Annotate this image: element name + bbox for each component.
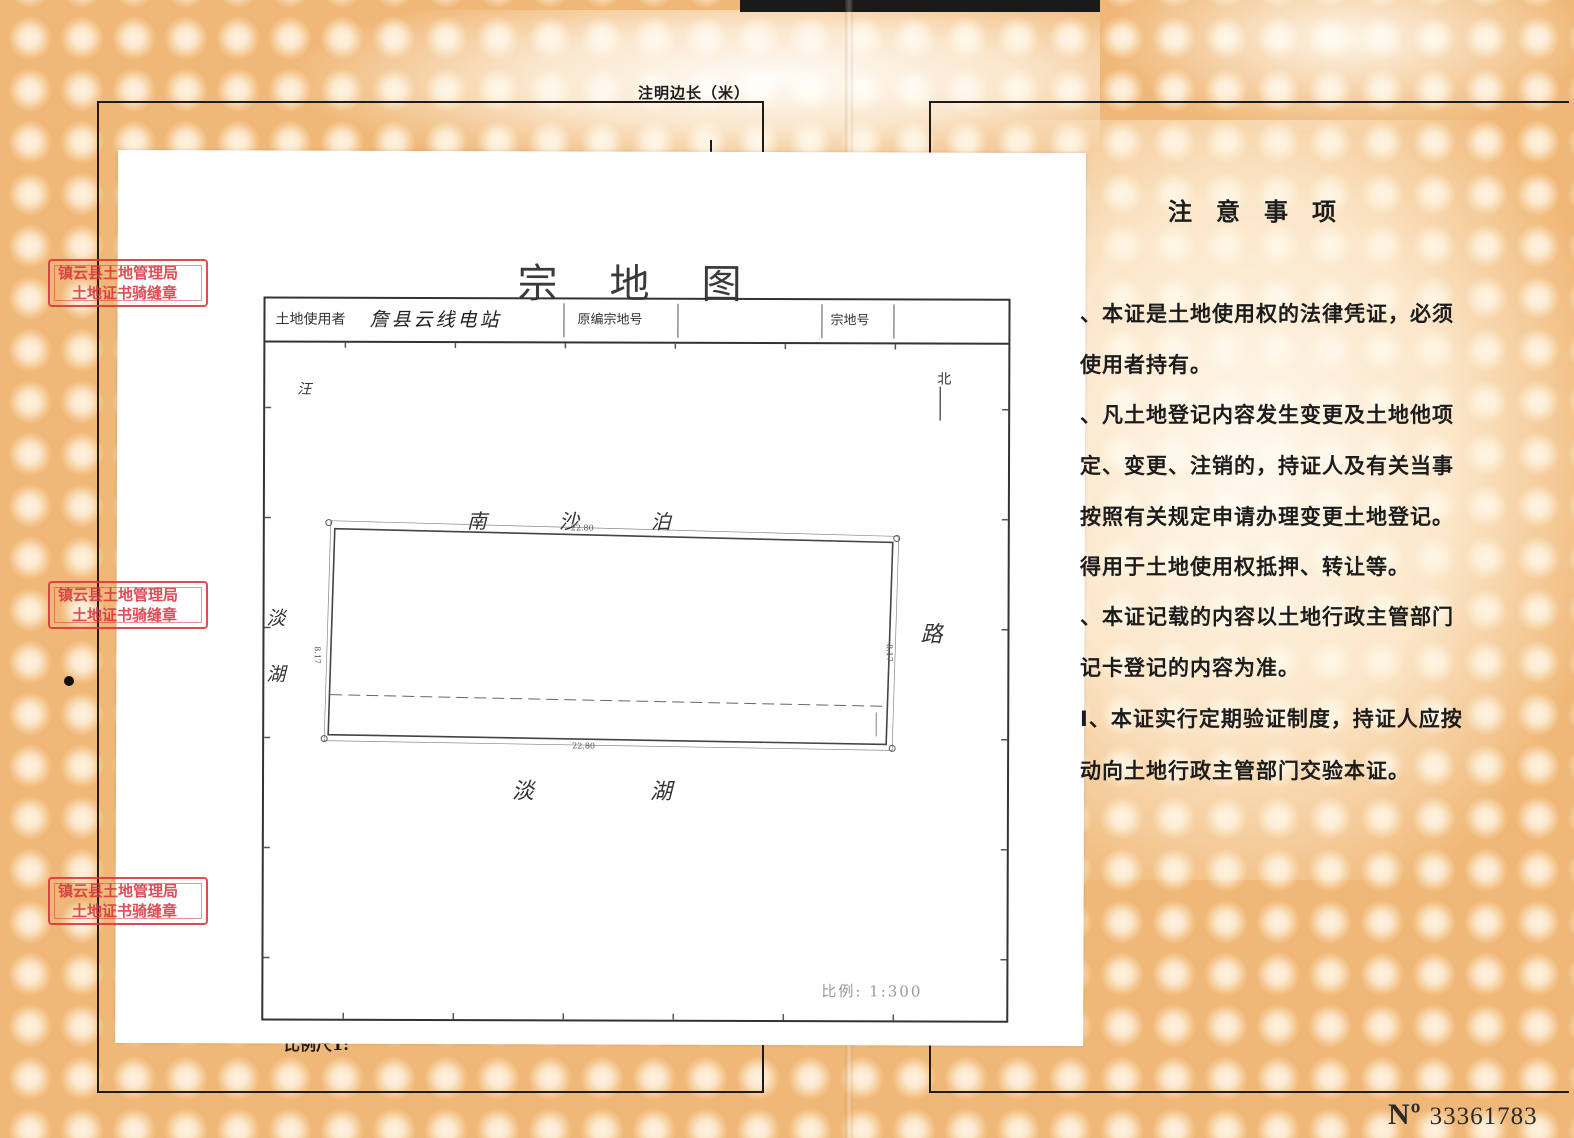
parcel-corners [320,519,901,752]
neighbor-south: 淡湖 [511,779,789,806]
stamp-line: 镇云县土地管理局 [58,586,179,604]
notice-title: 注意事项 [1168,198,1360,226]
notice-line: 、凡土地登记内容发生变更及土地他项 [1080,403,1454,427]
serial-prefix: Nº [1388,1098,1422,1131]
map-table: 土地使用者 詹县云线电站 原编宗地号 宗地号 [261,296,1011,1023]
parcel-label: 宗地号 [830,313,870,329]
stamp-line: 土地证书骑缝章 [72,606,178,624]
notice-line: 定、变更、注销的，持证人及有关当事 [1080,454,1454,478]
notice-line: 使用者持有。 [1080,353,1212,377]
top-edge-shadow [740,0,1100,12]
parcel-map-sheet: 宗地图 土地使用者 詹县云线电站 原编宗地号 宗地号 [115,150,1086,1047]
grid-ticks [263,342,1009,1021]
notice-line: I、本证实行定期验证制度，持证人应按 [1080,707,1463,731]
header-divider [893,304,895,339]
notice-line: 得用于土地使用权抵押、转让等。 [1080,555,1410,579]
neighbor-east: 路 [920,622,943,648]
notice-line: 、本证记载的内容以土地行政主管部门 [1080,605,1454,629]
notice-line: 、本证是土地使用权的法律凭证，必须 [1080,302,1454,326]
map-header-row: 土地使用者 詹县云线电站 原编宗地号 宗地号 [265,298,1009,345]
header-divider [821,304,823,339]
north-label: 北 [937,371,952,388]
land-user-value: 詹县云线电站 [369,308,502,332]
serial-value: 33361783 [1429,1103,1538,1130]
neighbor-north: 南沙泊 [466,509,743,534]
notice-line: 动向土地行政主管部门交验本证。 [1080,759,1410,783]
ratio-text: 比例: 1:300 [821,982,923,1001]
neighbor-west: 淡湖 [266,607,286,686]
stamp-line: 镇云县土地管理局 [58,882,179,900]
notice-line: 记卡登记的内容为准。 [1080,656,1300,680]
dimension-bottom: 22.80 [572,741,596,751]
land-user-label: 土地使用者 [275,311,346,328]
frame-tick [710,140,712,160]
serial-number: Nº 33361783 [1388,1098,1538,1132]
dimension-top: 22.80 [570,523,594,533]
stamp-line: 镇云县土地管理局 [58,264,179,282]
header-divider [563,303,565,338]
header-divider [677,303,679,338]
neighbor-top-left: 汪 [297,381,312,398]
old-parcel-label: 原编宗地号 [577,312,643,328]
seam-stamp: 镇云县土地管理局 土地证书骑缝章 [48,259,208,307]
stamp-line: 土地证书骑缝章 [72,284,178,302]
parcel-drawing [263,342,1009,1021]
edge-length-note: 注明边长（米） [638,84,751,102]
seam-stamp: 镇云县土地管理局 土地证书骑缝章 [48,581,208,629]
parcel-outline [323,520,900,751]
notice-line: 按照有关规定申请办理变更土地登记。 [1080,505,1454,529]
seam-stamp: 镇云县土地管理局 土地证书骑缝章 [48,877,208,925]
dimension-left: 8.17 [312,646,322,665]
ink-dot [64,676,74,686]
stamp-line: 土地证书骑缝章 [72,902,178,920]
dimension-right: 8.17 [884,644,894,662]
